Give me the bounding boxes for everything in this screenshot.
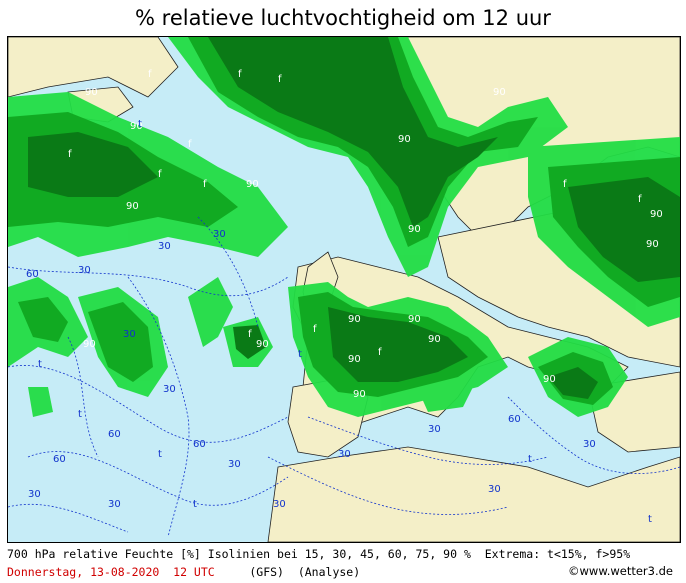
label-90: 90 bbox=[493, 87, 506, 98]
label-90: 90 bbox=[130, 121, 143, 132]
label-f: f bbox=[563, 179, 567, 190]
footer-date: Donnerstag, 13-08-2020 12 UTC bbox=[7, 565, 215, 579]
label-30: 30 bbox=[28, 489, 41, 500]
label-30: 30 bbox=[163, 384, 176, 395]
label-60: 60 bbox=[26, 269, 39, 280]
footer-description: 700 hPa relative Feuchte [%] Isolinien b… bbox=[7, 547, 631, 561]
label-90: 90 bbox=[650, 209, 663, 220]
label-f: f bbox=[248, 329, 252, 340]
humidity-map: 60 30 30 30 30 30 60 60 30 30 30 60 30 3… bbox=[7, 36, 681, 543]
label-30: 30 bbox=[108, 499, 121, 510]
label-t: t bbox=[158, 449, 162, 460]
label-90: 90 bbox=[348, 354, 361, 365]
isoline-labels: 60 30 30 30 30 30 60 60 30 30 30 60 30 3… bbox=[26, 69, 663, 525]
label-f: f bbox=[378, 347, 382, 358]
label-f: f bbox=[313, 324, 317, 335]
label-30: 30 bbox=[213, 229, 226, 240]
label-90: 90 bbox=[353, 389, 366, 400]
label-f: f bbox=[158, 169, 162, 180]
label-t: t bbox=[648, 514, 652, 525]
label-f: f bbox=[148, 69, 152, 80]
label-30: 30 bbox=[488, 484, 501, 495]
label-60: 60 bbox=[108, 429, 121, 440]
label-90: 90 bbox=[348, 314, 361, 325]
label-90: 90 bbox=[408, 314, 421, 325]
label-f: f bbox=[188, 139, 192, 150]
label-90: 90 bbox=[83, 339, 96, 350]
map-canvas: 60 30 30 30 30 30 60 60 30 30 30 60 30 3… bbox=[8, 37, 680, 542]
map-footer: 700 hPa relative Feuchte [%] Isolinien b… bbox=[7, 543, 679, 583]
label-80: 90 bbox=[246, 179, 259, 190]
label-60: 60 bbox=[53, 454, 66, 465]
label-90: 90 bbox=[428, 334, 441, 345]
footer-meta: Donnerstag, 13-08-2020 12 UTC (GFS) (Ana… bbox=[7, 565, 360, 579]
label-t: t bbox=[298, 349, 302, 360]
label-90: 90 bbox=[85, 87, 98, 98]
label-90: 90 bbox=[398, 134, 411, 145]
footer-copyright[interactable]: ©www.wetter3.de bbox=[568, 564, 673, 578]
label-30: 30 bbox=[78, 265, 91, 276]
isolines bbox=[8, 216, 680, 538]
label-f: f bbox=[68, 149, 72, 160]
label-60: 60 bbox=[508, 414, 521, 425]
label-60: 60 bbox=[193, 439, 206, 450]
label-f: f bbox=[638, 194, 642, 205]
label-30: 30 bbox=[338, 449, 351, 460]
chart-title: % relatieve luchtvochtigheid om 12 uur bbox=[135, 6, 551, 30]
label-90: 90 bbox=[646, 239, 659, 250]
label-90: 90 bbox=[408, 224, 421, 235]
humidity-fields bbox=[8, 37, 680, 417]
footer-model: (GFS) bbox=[249, 565, 284, 579]
label-30: 30 bbox=[158, 241, 171, 252]
label-f: f bbox=[238, 69, 242, 80]
label-30: 30 bbox=[273, 499, 286, 510]
label-30: 30 bbox=[428, 424, 441, 435]
label-30: 30 bbox=[123, 329, 136, 340]
label-30: 30 bbox=[228, 459, 241, 470]
label-f: f bbox=[278, 74, 282, 85]
label-f: f bbox=[203, 179, 207, 190]
footer-analysis: (Analyse) bbox=[297, 565, 361, 579]
label-90: 90 bbox=[543, 374, 556, 385]
label-90: 90 bbox=[256, 339, 269, 350]
label-t: t bbox=[528, 454, 532, 465]
label-t: t bbox=[193, 499, 197, 510]
label-t: t bbox=[138, 119, 142, 130]
label-30: 30 bbox=[583, 439, 596, 450]
label-90: 90 bbox=[126, 201, 139, 212]
label-t: t bbox=[38, 359, 42, 370]
label-t: t bbox=[78, 409, 82, 420]
